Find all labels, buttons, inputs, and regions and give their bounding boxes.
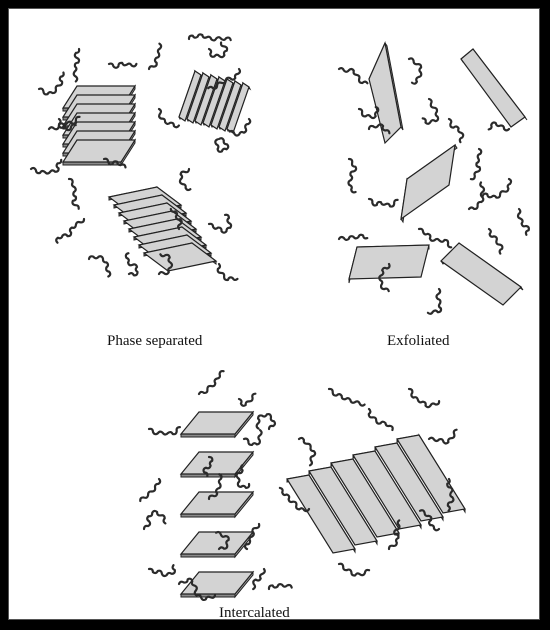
polymer-chain <box>215 138 228 152</box>
polymer-chain <box>299 438 315 465</box>
polymer-chain <box>74 49 79 81</box>
polymer-chain <box>126 253 138 275</box>
polymer-chain <box>409 58 421 83</box>
polymer-chain <box>369 199 398 207</box>
polymer-chain <box>180 169 190 190</box>
polymer-chain <box>257 414 275 429</box>
polymer-chain <box>359 107 378 118</box>
polymer-chain <box>409 389 439 407</box>
nanocomposite-structures-diagram <box>9 9 539 619</box>
polymer-chain <box>239 394 255 406</box>
polymer-chain <box>218 264 238 280</box>
intercalated-platelet <box>181 412 253 437</box>
intercalated-platelet <box>181 532 253 557</box>
polymer-chain <box>339 68 367 83</box>
polymer-chain <box>209 43 227 58</box>
polymer-chain <box>518 209 529 235</box>
caption-phase-separated: Phase separated <box>107 333 202 350</box>
polymer-chain <box>339 235 367 240</box>
polymer-chain <box>209 215 231 233</box>
caption-intercalated: Intercalated <box>219 605 290 622</box>
polymer-chain <box>149 44 161 69</box>
exfoliated-platelet <box>441 243 523 305</box>
polymer-chain <box>31 160 61 174</box>
polymer-chain <box>269 584 292 589</box>
polymer-chain <box>89 256 110 276</box>
polymer-chain <box>159 109 179 127</box>
polymer-chain <box>348 159 356 192</box>
figure-canvas: Phase separated Exfoliated Intercalated <box>8 8 540 620</box>
polymer-chain <box>369 409 393 430</box>
polymer-chain <box>419 229 451 248</box>
polymer-chain <box>469 182 484 209</box>
caption-exfoliated: Exfoliated <box>387 333 449 350</box>
polymer-chain <box>189 34 231 40</box>
polymer-chain <box>329 389 365 406</box>
polymer-chain <box>428 289 441 314</box>
exfoliated-platelet <box>401 145 457 222</box>
polymer-chain <box>140 479 160 501</box>
polymer-chain <box>144 511 165 529</box>
polymer-chain <box>489 229 502 254</box>
polymer-chain <box>69 179 79 209</box>
polymer-chain <box>109 63 136 68</box>
exfoliated-platelet <box>461 49 527 127</box>
polymer-chain <box>449 119 463 142</box>
polymer-chain <box>423 99 438 124</box>
polymer-chain <box>253 569 265 589</box>
polymer-chain <box>339 564 369 576</box>
polymer-chain <box>56 219 84 243</box>
polymer-chain <box>429 430 457 444</box>
polymer-chain <box>39 73 64 95</box>
polymer-chain <box>489 123 509 131</box>
polymer-chain <box>199 371 224 394</box>
polymer-chain <box>483 179 511 198</box>
polymer-chain <box>149 565 175 576</box>
polymer-chain <box>149 427 180 434</box>
polymer-chain <box>244 430 262 445</box>
polymer-chain <box>471 149 481 179</box>
